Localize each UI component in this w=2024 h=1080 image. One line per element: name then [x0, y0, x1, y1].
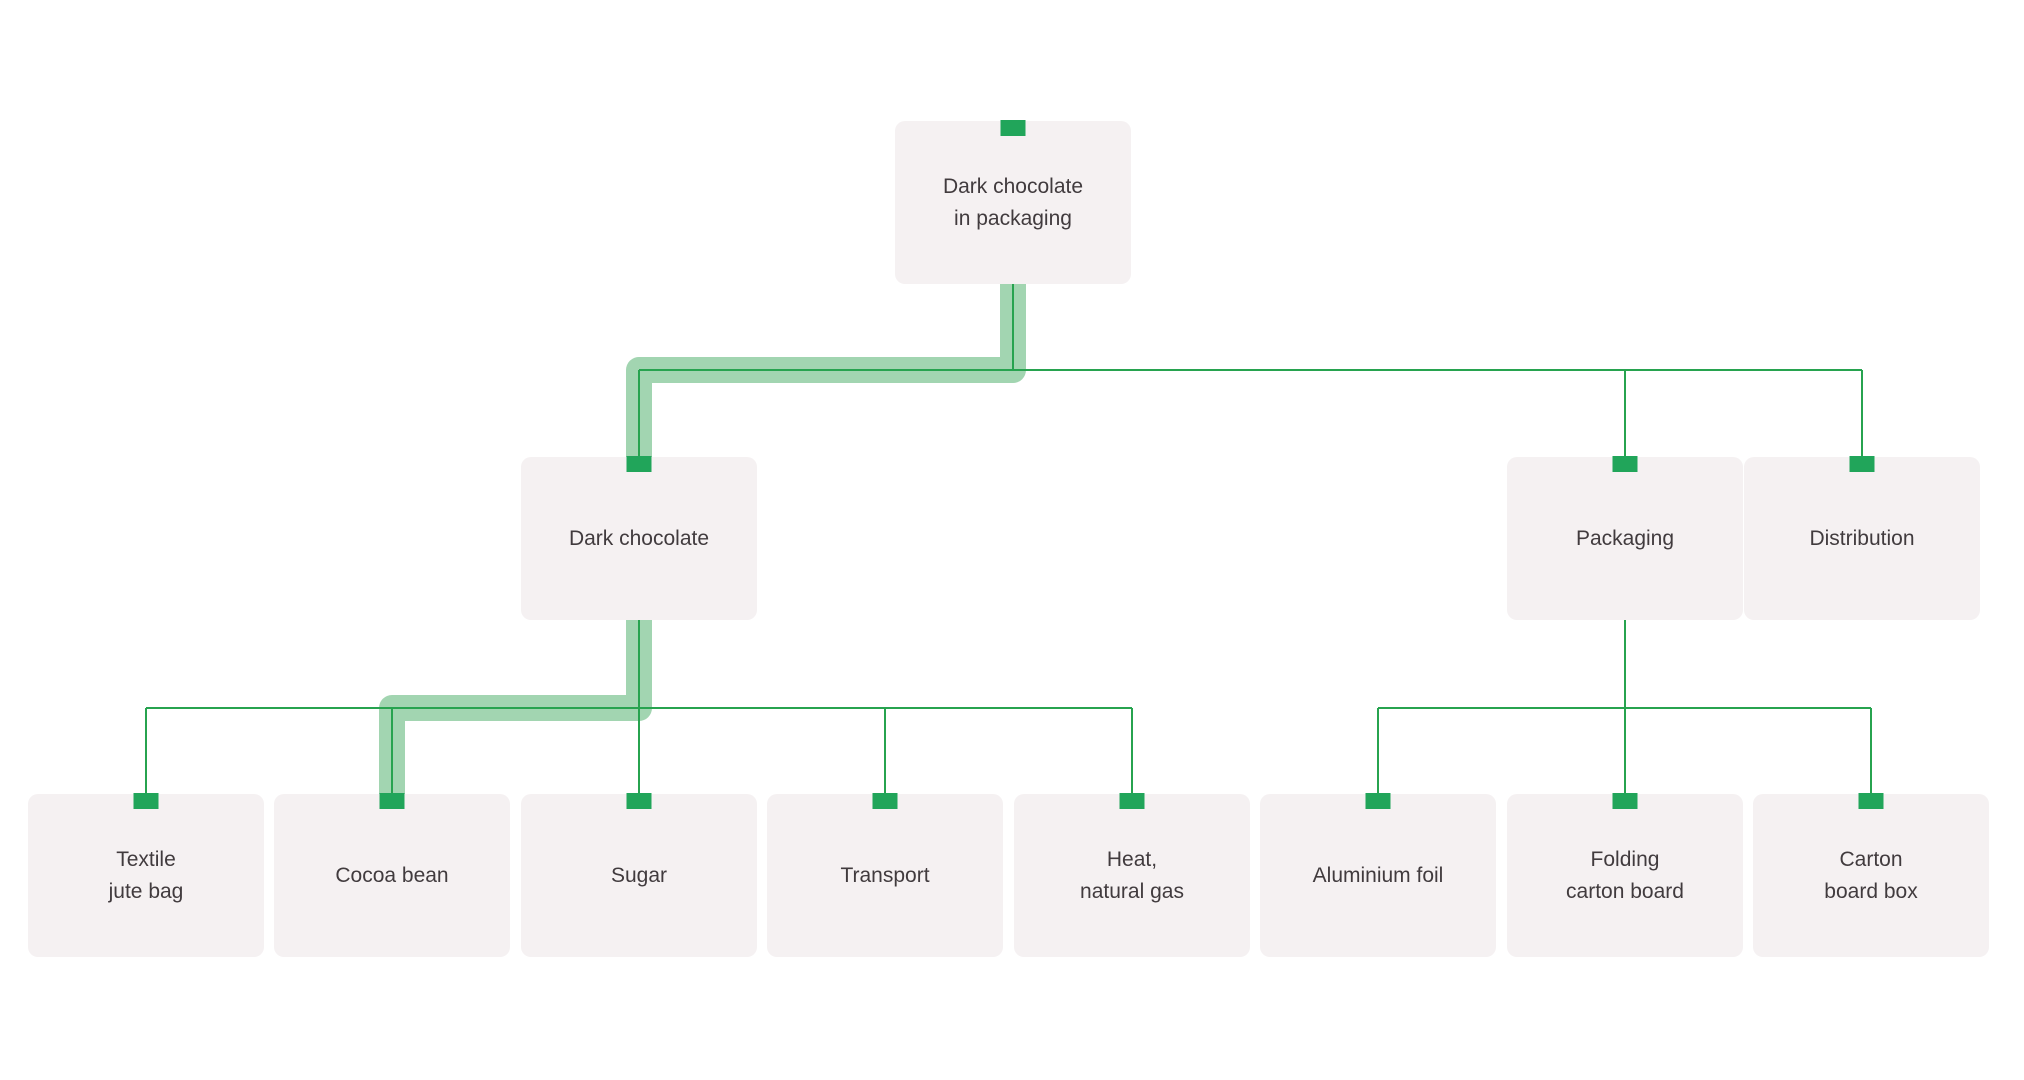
flow-marker-icon	[1849, 456, 1875, 472]
node-label: Textile jute bag	[108, 847, 184, 903]
node-carton-board-box[interactable]: Carton board box	[1753, 793, 1989, 957]
node-label: Aluminium foil	[1312, 863, 1444, 887]
node-label: Dark chocolate	[568, 526, 710, 550]
node-sugar[interactable]: Sugar	[521, 793, 757, 957]
edge-highlight-root-to-dark-chocolate	[626, 284, 1026, 470]
node-label: Transport	[840, 863, 930, 887]
node-distribution[interactable]: Distribution	[1744, 456, 1980, 620]
node-dark-chocolate[interactable]: Dark chocolate	[521, 456, 757, 620]
node-label: Dark chocolate in packaging	[942, 174, 1084, 230]
flow-marker-icon	[133, 793, 159, 809]
node-textile-jute-bag[interactable]: Textile jute bag	[28, 793, 264, 957]
flow-marker-icon	[1000, 120, 1026, 136]
node-cocoa-bean[interactable]: Cocoa bean	[274, 793, 510, 957]
node-aluminium-foil[interactable]: Aluminium foil	[1260, 793, 1496, 957]
flow-marker-icon	[1365, 793, 1391, 809]
node-transport[interactable]: Transport	[767, 793, 1003, 957]
node-label: Folding carton board	[1566, 847, 1684, 903]
node-label: Sugar	[610, 863, 668, 887]
node-folding-carton-board[interactable]: Folding carton board	[1507, 793, 1743, 957]
flow-marker-icon	[379, 793, 405, 809]
flow-marker-icon	[1612, 456, 1638, 472]
node-label: Carton board box	[1824, 847, 1918, 903]
flow-marker-icon	[1119, 793, 1145, 809]
flow-marker-icon	[626, 456, 652, 472]
flow-marker-icon	[1612, 793, 1638, 809]
node-heat-natural-gas[interactable]: Heat, natural gas	[1014, 793, 1250, 957]
node-dark-chocolate-in-packaging[interactable]: Dark chocolate in packaging	[895, 120, 1131, 284]
flow-marker-icon	[1858, 793, 1884, 809]
edge-highlight-dark-chocolate-to-cocoa-bean	[379, 620, 652, 800]
node-label: Heat, natural gas	[1080, 847, 1184, 903]
node-label: Packaging	[1575, 526, 1675, 550]
node-label: Distribution	[1809, 526, 1915, 550]
node-label: Cocoa bean	[335, 863, 449, 887]
flow-marker-icon	[872, 793, 898, 809]
node-packaging[interactable]: Packaging	[1507, 456, 1743, 620]
flow-marker-icon	[626, 793, 652, 809]
